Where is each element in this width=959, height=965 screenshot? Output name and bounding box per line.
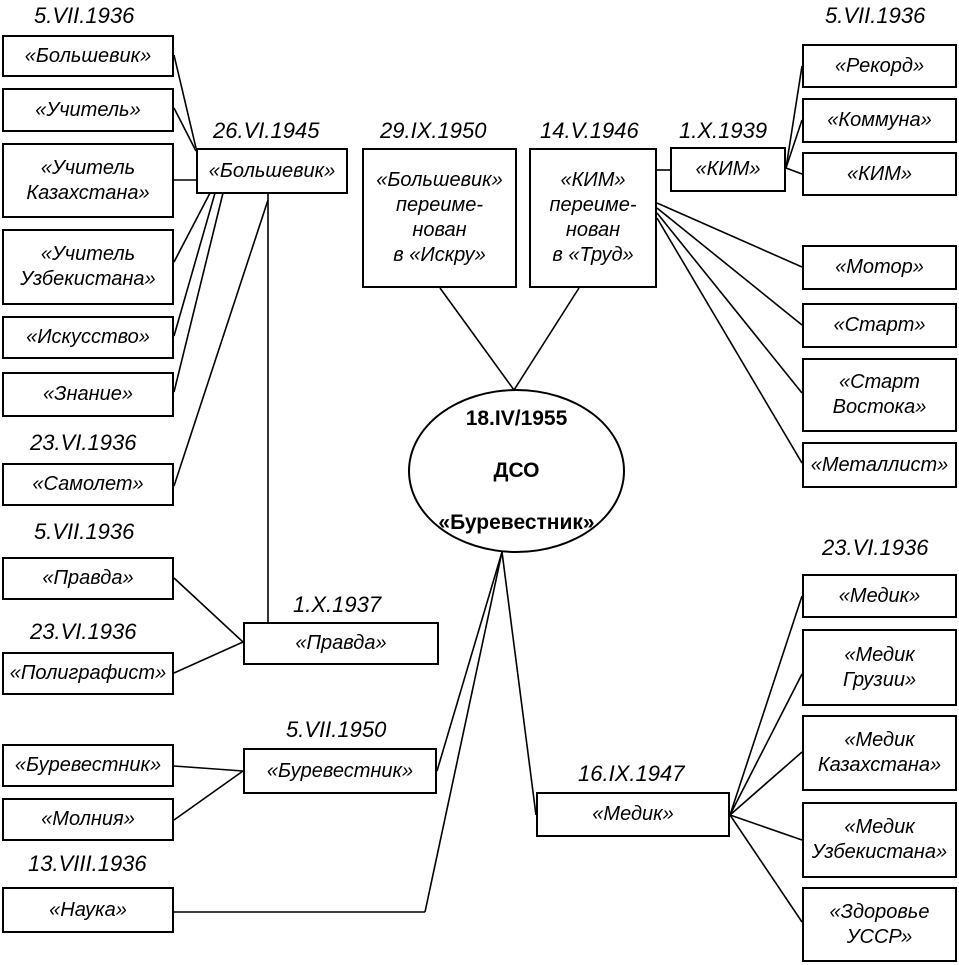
node-poligrafist: «Полиграфист» — [2, 652, 174, 695]
connector-line — [173, 54, 197, 149]
center-date: 18.IV/1955 — [465, 407, 568, 430]
connector-line — [173, 765, 244, 772]
date-label: 29.IX.1950 — [380, 118, 487, 143]
connector-line — [173, 770, 244, 821]
node-start: «Старт» — [802, 303, 957, 348]
center-title: «Буревестник» — [438, 511, 595, 534]
connector-line — [785, 167, 803, 175]
node-uchitel-kazakhstana: «Учитель Казахстана» — [2, 143, 174, 218]
date-label: 5.VII.1936 — [34, 519, 135, 544]
node-pravda-1936: «Правда» — [2, 557, 174, 600]
connector-line — [729, 814, 803, 923]
node-start-vostoka: «Старт Востока» — [802, 358, 957, 432]
node-metallist: «Металлист» — [802, 442, 957, 488]
connector-line — [656, 202, 803, 268]
date-label: 5.VII.1936 — [34, 3, 135, 28]
connector-line — [729, 595, 803, 816]
node-rekord: «Рекорд» — [802, 44, 957, 88]
connector-line — [173, 107, 197, 152]
connector-line — [173, 192, 224, 393]
connector-line — [729, 751, 803, 816]
node-kommuna: «Коммуна» — [802, 98, 957, 143]
node-kim-1939: «КИМ» — [670, 147, 786, 192]
node-burevestnik-early: «Буревестник» — [2, 744, 174, 787]
connector-line — [173, 641, 244, 674]
node-pravda-1937: «Правда» — [243, 622, 439, 665]
connector-line — [424, 551, 503, 913]
connector-line — [656, 212, 803, 394]
node-znanie: «Знание» — [2, 372, 174, 417]
center-org: ДСО — [493, 459, 540, 482]
connector-line — [501, 551, 537, 816]
date-label: 16.IX.1947 — [578, 761, 685, 786]
node-kim-1936: «КИМ» — [802, 152, 957, 196]
node-molniya: «Молния» — [2, 798, 174, 841]
connector-line — [785, 65, 803, 169]
date-label: 14.V.1946 — [540, 118, 639, 143]
center-node-burevestnik-1955: 18.IV/1955 ДСО «Буревестник» — [408, 389, 625, 553]
connector-line — [729, 673, 803, 816]
node-nauka: «Наука» — [2, 887, 174, 933]
node-iskusstvo: «Искусство» — [2, 316, 174, 359]
connector-line — [439, 287, 515, 391]
date-label: 1.X.1937 — [293, 592, 382, 617]
connector-line — [785, 119, 803, 169]
date-label: 5.VII.1950 — [286, 717, 387, 742]
connector-line — [436, 551, 503, 772]
connector-line — [173, 199, 269, 487]
connector-line — [173, 577, 244, 643]
date-label: 23.VI.1936 — [30, 619, 137, 644]
date-label: 1.X.1939 — [679, 118, 768, 143]
connector-line — [656, 207, 803, 326]
node-zdorovie-ussr: «Здоровье УССР» — [802, 887, 957, 962]
node-bolshevik-1945: «Большевик» — [196, 148, 348, 194]
date-label: 5.VII.1936 — [825, 3, 926, 28]
date-label: 23.VI.1936 — [30, 430, 137, 455]
node-uchitel-uzbekistana: «Учитель Узбекистана» — [2, 229, 174, 305]
node-medik-uzbekistana: «Медик Узбекистана» — [802, 802, 957, 878]
node-trud: «КИМ» переиме- нован в «Труд» — [529, 148, 657, 288]
node-medik-gruzii: «Медик Грузии» — [802, 629, 957, 706]
node-motor: «Мотор» — [802, 245, 957, 290]
node-uchitel: «Учитель» — [2, 88, 174, 132]
node-medik-kazakhstana: «Медик Казахстана» — [802, 715, 957, 791]
node-burevestnik-1950: «Буревестник» — [243, 748, 437, 794]
date-label: 23.VI.1936 — [822, 535, 929, 560]
node-bolshevik-1936: «Большевик» — [2, 35, 174, 77]
node-iskra: «Большевик» переиме- нован в «Искру» — [362, 148, 517, 288]
connector-line — [173, 192, 211, 263]
node-samolet: «Самолет» — [2, 463, 174, 506]
connector-line — [729, 814, 803, 841]
date-label: 26.VI.1945 — [213, 118, 320, 143]
date-label: 13.VIII.1936 — [28, 851, 147, 876]
connector-line — [173, 192, 216, 337]
connector-line — [656, 217, 803, 464]
node-medik-1947: «Медик» — [536, 792, 730, 837]
node-medik-1936: «Медик» — [802, 574, 957, 618]
connector-line — [513, 287, 580, 391]
